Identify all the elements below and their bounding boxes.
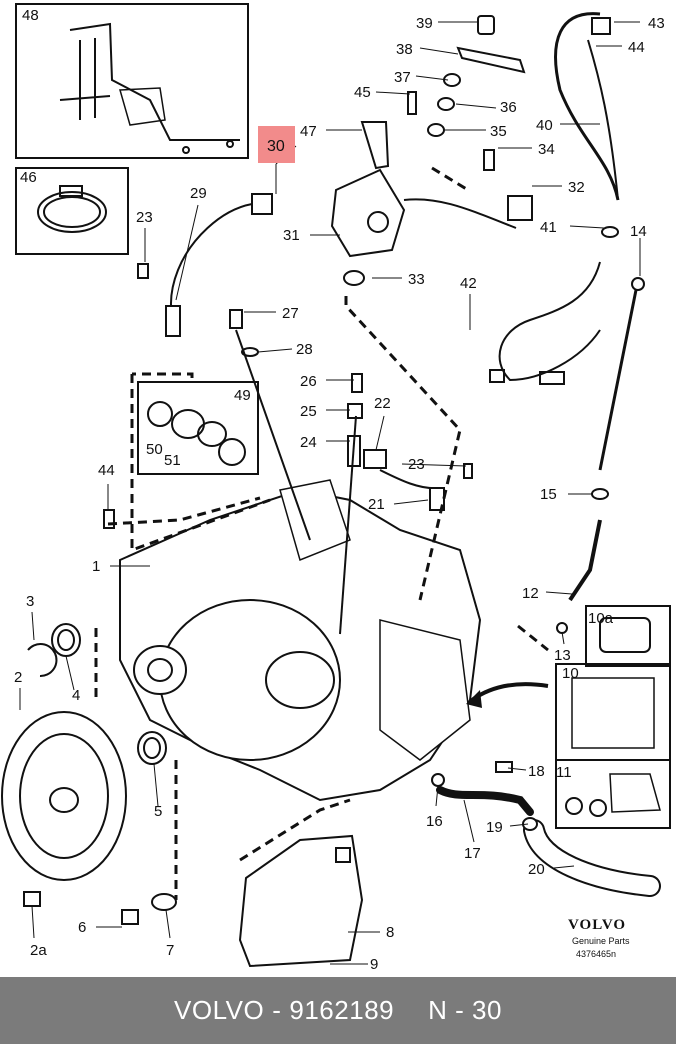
- callout-26: 26: [300, 373, 317, 390]
- callout-47: 47: [300, 123, 317, 140]
- callout-6: 6: [78, 919, 86, 936]
- callout-35: 35: [490, 123, 507, 140]
- inset-box-49: [137, 381, 259, 475]
- callout-41: 41: [540, 219, 557, 236]
- inset-box-48: [15, 3, 249, 159]
- footer-part-number: 9162189: [289, 995, 395, 1025]
- dashed-leaders: [94, 166, 549, 900]
- pointer-arrow: [466, 682, 549, 708]
- brand-code: 4376465n: [576, 949, 616, 959]
- callout-51: 51: [164, 452, 181, 469]
- selector-cable: [554, 12, 620, 201]
- dipstick: [568, 277, 645, 602]
- callout-28: 28: [296, 341, 313, 358]
- speed-sensor-30: [137, 193, 273, 337]
- inset-box-46: [15, 167, 129, 255]
- callout-22: 22: [374, 395, 391, 412]
- callout-8: 8: [386, 924, 394, 941]
- callout-36: 36: [500, 99, 517, 116]
- callout-23: 23: [136, 209, 153, 226]
- callout-13: 13: [554, 647, 571, 664]
- callout-14: 14: [630, 223, 647, 240]
- callout-4: 4: [72, 687, 80, 704]
- selector-sensor: [330, 168, 533, 258]
- cooler-fittings: [431, 226, 619, 831]
- callout-31: 31: [283, 227, 300, 244]
- callout-16: 16: [426, 813, 443, 830]
- callout-40: 40: [536, 117, 553, 134]
- transmission-housing: [119, 479, 482, 802]
- wiring-harness: [489, 261, 601, 385]
- callout-44: 44: [98, 462, 115, 479]
- torque-converter: [1, 711, 127, 881]
- exploded-parts-diagram: 48 46 30 29 23 31 27 28 26 25 24 22 23 2…: [1, 3, 671, 973]
- callout-49: 49: [234, 387, 251, 404]
- callout-17: 17: [464, 845, 481, 862]
- leader-lines: [19, 21, 641, 965]
- callout-44b: 44: [628, 39, 645, 56]
- brand-block: VOLVO Genuine Parts 4376465n: [568, 917, 630, 959]
- footer-position: N - 30: [428, 995, 502, 1025]
- callout-48: 48: [22, 7, 39, 24]
- callout-7: 7: [166, 942, 174, 959]
- callout-10a: 10a: [588, 610, 614, 627]
- callout-23b: 23: [408, 456, 425, 473]
- callout-37: 37: [394, 69, 411, 86]
- callout-25: 25: [300, 403, 317, 420]
- callout-43: 43: [648, 15, 665, 32]
- seals-left: [23, 509, 177, 925]
- callout-3: 3: [26, 593, 34, 610]
- callout-33: 33: [408, 271, 425, 288]
- part-footer-bar: VOLVO - 9162189 N - 30: [0, 977, 676, 1044]
- callout-12: 12: [522, 585, 539, 602]
- callout-42: 42: [460, 275, 477, 292]
- callout-27: 27: [282, 305, 299, 322]
- oil-pan: [238, 834, 364, 968]
- callout-46: 46: [20, 169, 37, 186]
- callout-21: 21: [368, 496, 385, 513]
- brand-name: VOLVO: [568, 917, 626, 933]
- callout-39: 39: [416, 15, 433, 32]
- cooler-pipes-inner: [525, 821, 659, 895]
- callout-38: 38: [396, 41, 413, 58]
- mid-parts: [229, 309, 473, 635]
- callout-18: 18: [528, 763, 545, 780]
- callout-29: 29: [190, 185, 207, 202]
- callout-11: 11: [556, 764, 572, 781]
- callout-9: 9: [370, 956, 378, 973]
- upper-small-parts: [343, 15, 526, 286]
- callout-45: 45: [354, 84, 371, 101]
- highlight-box-30[interactable]: [258, 126, 295, 163]
- callout-34: 34: [538, 141, 555, 158]
- brand-tagline: Genuine Parts: [572, 936, 630, 946]
- callout-30[interactable]: 30: [267, 138, 285, 155]
- callout-5: 5: [154, 803, 162, 820]
- callout-15: 15: [540, 486, 557, 503]
- footer-dash: -: [272, 995, 282, 1025]
- callout-24: 24: [300, 434, 317, 451]
- callout-19: 19: [486, 819, 503, 836]
- callout-2: 2: [14, 669, 22, 686]
- callout-labels: 48 46 30 29 23 31 27 28 26 25 24 22 23 2…: [14, 7, 665, 973]
- footer-brand: VOLVO: [174, 995, 265, 1025]
- callout-2a: 2a: [30, 942, 47, 959]
- callout-50: 50: [146, 441, 163, 458]
- callout-1: 1: [92, 558, 100, 575]
- callout-32: 32: [568, 179, 585, 196]
- inset-box-10-11: [555, 605, 671, 829]
- callout-10: 10: [562, 665, 579, 682]
- callout-20: 20: [528, 861, 545, 878]
